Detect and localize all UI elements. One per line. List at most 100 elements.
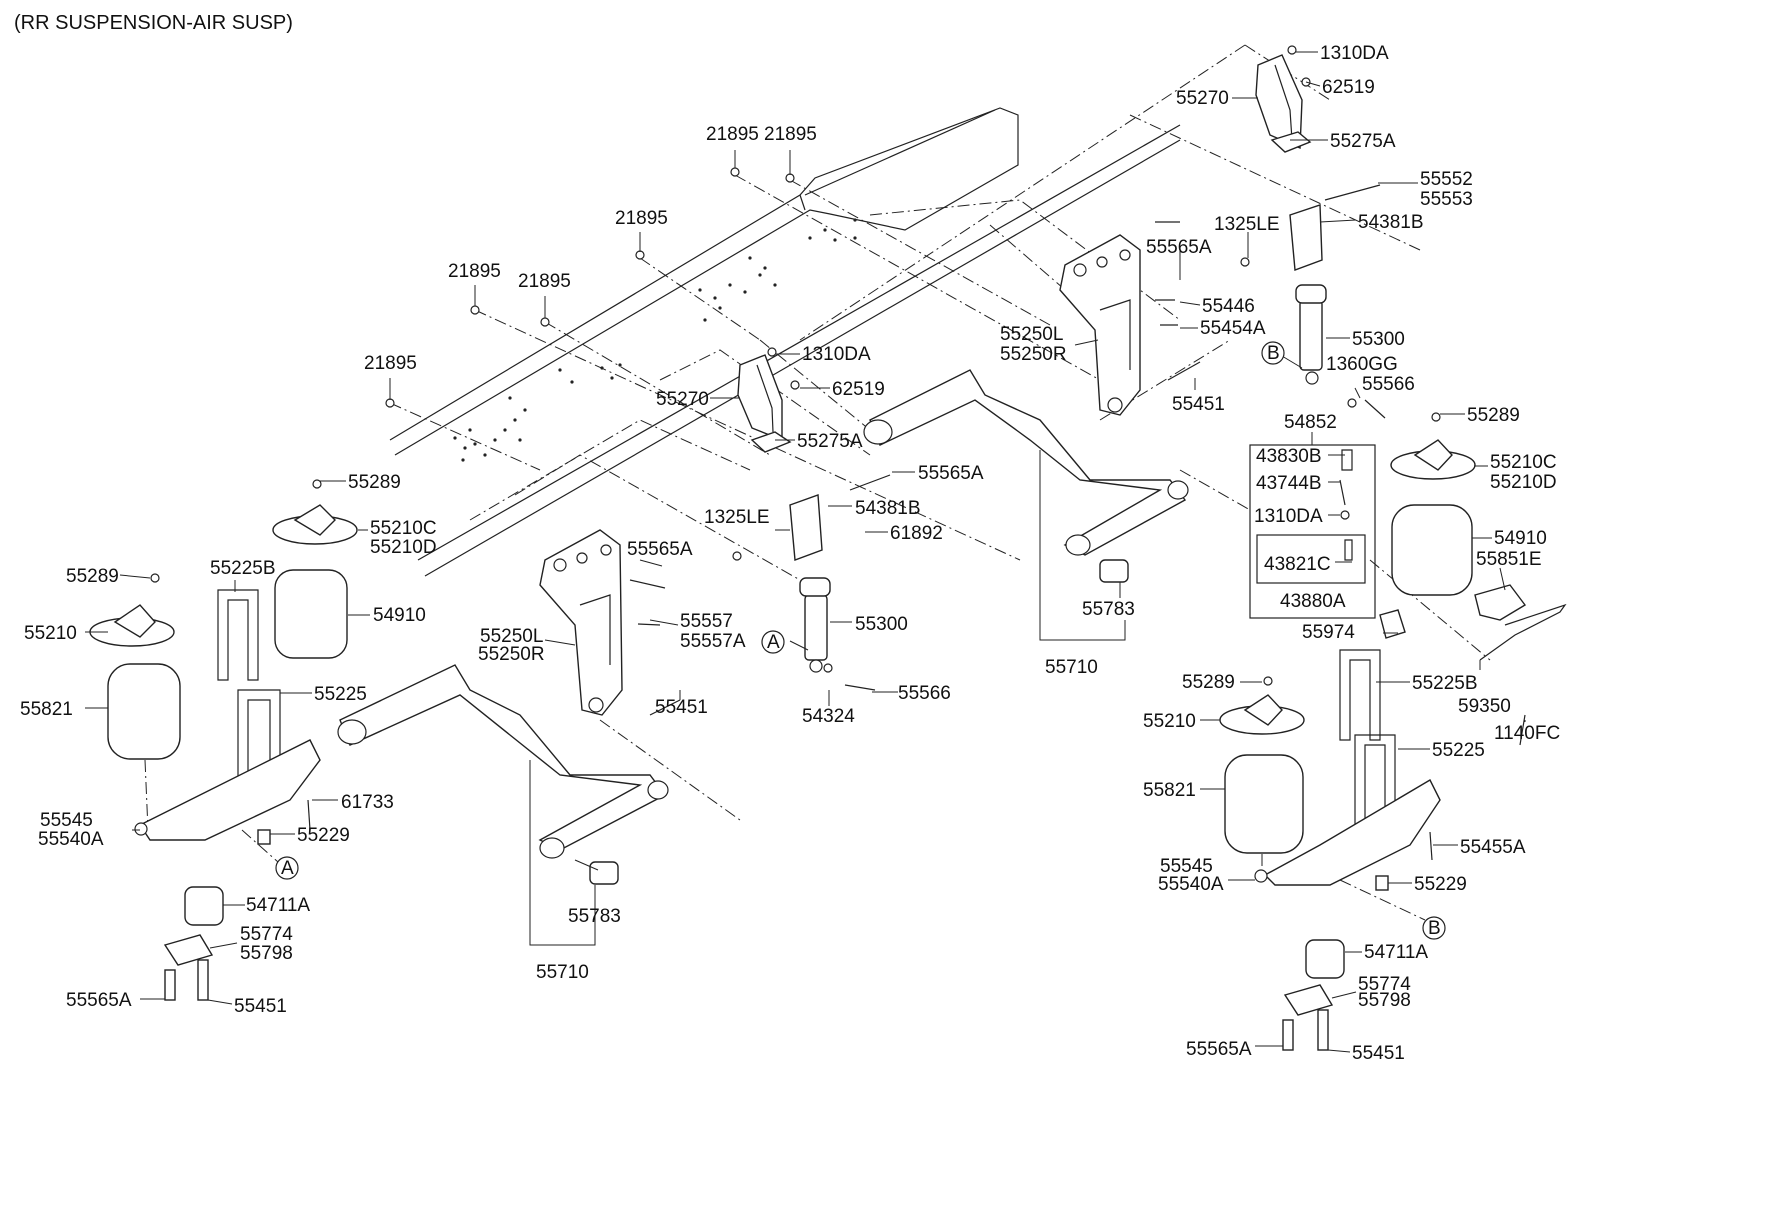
label-55540a: 55540A: [1158, 874, 1224, 895]
label-55225: 55225: [1432, 740, 1485, 761]
label-callout-b: B: [1267, 343, 1280, 364]
label-61733: 61733: [341, 792, 394, 813]
shock-absorber-front: [789, 494, 831, 673]
label-43744b: 43744B: [1256, 473, 1322, 494]
part-labels: 1310DA 62519 55270 55275A 21895 21895 21…: [20, 43, 1560, 1064]
label-55557a: 55557A: [680, 631, 746, 652]
label-1360gg: 1360GG: [1326, 354, 1398, 375]
label-55275a: 55275A: [1330, 131, 1396, 152]
label-55300: 55300: [1352, 329, 1405, 350]
label-55821: 55821: [1143, 780, 1196, 801]
label-21895: 21895: [706, 124, 759, 145]
label-21895: 21895: [518, 271, 571, 292]
shock-absorber-rear: [1289, 204, 1327, 385]
label-1310da: 1310DA: [1254, 506, 1323, 527]
label-55446: 55446: [1202, 296, 1255, 317]
label-55210: 55210: [24, 623, 77, 644]
label-55565a: 55565A: [1146, 237, 1212, 258]
label-55557: 55557: [680, 611, 733, 632]
label-55289: 55289: [66, 566, 119, 587]
label-55451: 55451: [655, 697, 708, 718]
label-55229: 55229: [1414, 874, 1467, 895]
diagram-title: (RR SUSPENSION-AIR SUSP): [14, 12, 293, 34]
label-55783: 55783: [568, 906, 621, 927]
label-55289: 55289: [348, 472, 401, 493]
label-55545: 55545: [40, 810, 93, 831]
label-55783: 55783: [1082, 599, 1135, 620]
label-55225b: 55225B: [210, 558, 276, 579]
label-21895: 21895: [364, 353, 417, 374]
label-55974: 55974: [1302, 622, 1355, 643]
label-59350: 59350: [1458, 696, 1511, 717]
label-55710: 55710: [536, 962, 589, 983]
label-54711a: 54711A: [1364, 942, 1428, 963]
label-callout-b: B: [1428, 918, 1441, 939]
label-55250l: 55250L: [480, 626, 543, 647]
hanger-bracket-front: [539, 529, 623, 716]
label-54324: 54324: [802, 706, 855, 727]
label-55553: 55553: [1420, 189, 1473, 210]
label-43830b: 43830B: [1256, 446, 1322, 467]
label-55798: 55798: [1358, 990, 1411, 1011]
fasteners: [150, 167, 1526, 861]
label-43880a: 43880A: [1280, 591, 1346, 612]
label-55774: 55774: [240, 924, 293, 945]
leader-lines: [85, 51, 1526, 1053]
air-spring-left: [89, 504, 358, 1001]
label-55798: 55798: [240, 943, 293, 964]
label-21895: 21895: [448, 261, 501, 282]
trailing-arm-front: [337, 664, 669, 885]
label-55210: 55210: [1143, 711, 1196, 732]
label-55545: 55545: [1160, 856, 1213, 877]
label-55774: 55774: [1358, 974, 1411, 995]
label-55289: 55289: [1182, 672, 1235, 693]
label-55275a: 55275A: [797, 431, 863, 452]
label-55270: 55270: [656, 389, 709, 410]
frame-holes: [453, 218, 857, 462]
label-55250l: 55250L: [1000, 324, 1063, 345]
callout-circles: [275, 341, 1446, 940]
bracket-55270-mid: [737, 347, 800, 453]
label-55565a: 55565A: [627, 539, 693, 560]
label-55451: 55451: [1352, 1043, 1405, 1064]
label-62519: 62519: [1322, 77, 1375, 98]
frame-rail: [389, 107, 1181, 577]
label-55455a: 55455A: [1460, 837, 1526, 858]
label-55851e: 55851E: [1476, 549, 1542, 570]
label-1310da: 1310DA: [802, 344, 871, 365]
label-55454a: 55454A: [1200, 318, 1266, 339]
label-55565a: 55565A: [66, 990, 132, 1011]
label-55229: 55229: [297, 825, 350, 846]
hanger-bracket-rear: [1059, 234, 1141, 416]
air-spring-right: [1219, 439, 1476, 1051]
label-55451: 55451: [234, 996, 287, 1017]
label-55300: 55300: [855, 614, 908, 635]
label-55210d: 55210D: [370, 537, 437, 558]
trailing-arm-rear: [863, 369, 1189, 583]
label-54910: 54910: [1494, 528, 1547, 549]
label-callout-a: A: [767, 632, 780, 653]
label-55552: 55552: [1420, 169, 1473, 190]
label-43821c: 43821C: [1264, 554, 1331, 575]
label-54381b: 54381B: [855, 498, 921, 519]
label-62519: 62519: [832, 379, 885, 400]
label-21895: 21895: [764, 124, 817, 145]
label-callout-a: A: [281, 858, 294, 879]
label-55565a: 55565A: [918, 463, 984, 484]
label-61892: 61892: [890, 523, 943, 544]
label-55250r: 55250R: [1000, 344, 1067, 365]
label-55566: 55566: [898, 683, 951, 704]
label-55210c: 55210C: [370, 518, 437, 539]
label-1140fc: 1140FC: [1494, 723, 1560, 744]
label-55270: 55270: [1176, 88, 1229, 109]
label-55566: 55566: [1362, 374, 1415, 395]
label-55289: 55289: [1467, 405, 1520, 426]
label-55250r: 55250R: [478, 644, 545, 665]
label-55451: 55451: [1172, 394, 1225, 415]
label-55821: 55821: [20, 699, 73, 720]
label-55210c: 55210C: [1490, 452, 1557, 473]
label-55225b: 55225B: [1412, 673, 1478, 694]
label-54381b: 54381B: [1358, 212, 1424, 233]
label-55210d: 55210D: [1490, 472, 1557, 493]
